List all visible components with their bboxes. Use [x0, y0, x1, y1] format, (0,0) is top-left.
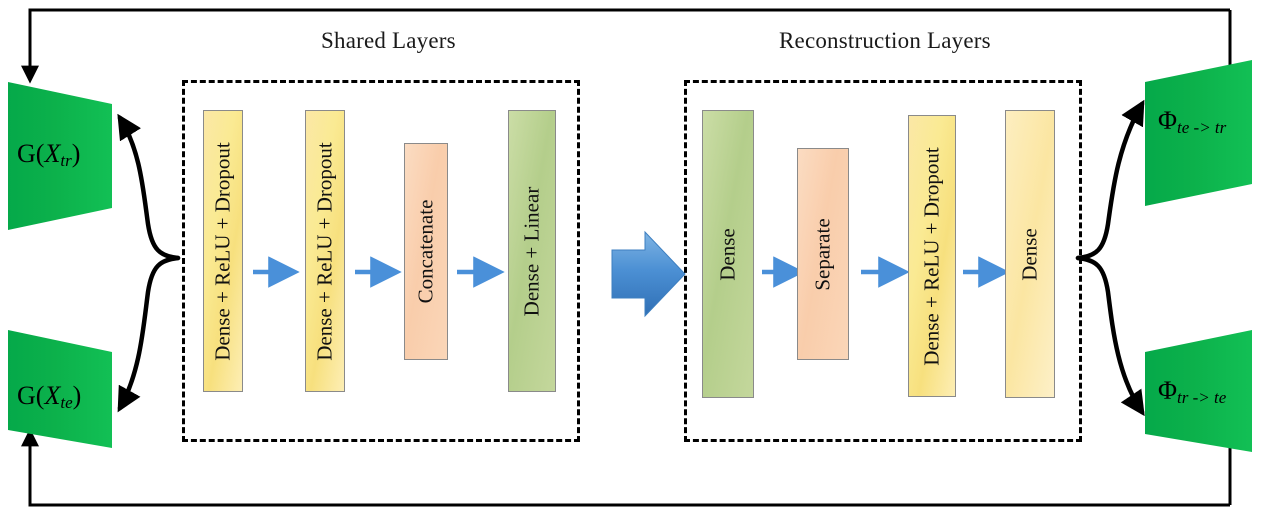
output-block-phi-tr-te — [1145, 330, 1252, 452]
reconstruction-layers-group-box — [684, 80, 1082, 442]
x-sub-tr: tr — [60, 151, 72, 171]
left-brace-connector — [117, 113, 181, 413]
paren-close-te: ) — [72, 381, 82, 410]
paren-open-te: ( — [35, 381, 45, 410]
shared-bar-dense-linear[interactable]: Dense + Linear — [508, 110, 556, 392]
input-label-g-x-tr: G(Xtr) — [17, 139, 80, 171]
x-var-tr: X — [44, 139, 61, 168]
phi-symbol-tr-te: Φ — [1158, 376, 1178, 405]
shared-bar-label-2: Dense + ReLU + Dropout — [312, 141, 337, 361]
shared-bar-label-1: Dense + ReLU + Dropout — [210, 141, 235, 361]
reconstruction-bar-dense-1[interactable]: Dense — [702, 110, 754, 398]
paren-open-tr: ( — [35, 139, 45, 168]
reconstruction-bar-label-1: Dense — [715, 227, 740, 281]
x-sub-te: te — [60, 393, 73, 413]
g-symbol-tr: G — [17, 139, 36, 168]
reconstruction-bar-label-2: Separate — [810, 217, 835, 291]
shared-layers-title: Shared Layers — [321, 28, 456, 53]
x-var-te: X — [44, 381, 61, 410]
shared-bar-dense-relu-dropout-1[interactable]: Dense + ReLU + Dropout — [203, 110, 243, 392]
shared-bar-concatenate[interactable]: Concatenate — [404, 143, 448, 360]
shared-bar-label-4: Dense + Linear — [519, 186, 544, 316]
reconstruction-bar-separate[interactable]: Separate — [797, 148, 849, 360]
input-block-g-x-tr — [8, 82, 112, 230]
reconstruction-layers-title: Reconstruction Layers — [779, 28, 991, 53]
shared-bar-dense-relu-dropout-2[interactable]: Dense + ReLU + Dropout — [305, 110, 345, 392]
g-symbol-te: G — [17, 381, 36, 410]
output-block-phi-te-tr — [1145, 60, 1252, 206]
stage-transition-arrow — [611, 230, 686, 318]
input-block-g-x-te — [8, 330, 112, 448]
shared-layers-group-box — [182, 80, 580, 442]
reconstruction-bar-dense-relu-dropout[interactable]: Dense + ReLU + Dropout — [908, 115, 956, 397]
phi-symbol-te-tr: Φ — [1158, 106, 1178, 135]
paren-close-tr: ) — [71, 139, 81, 168]
input-label-g-x-te: G(Xte) — [17, 381, 81, 413]
shared-bar-label-3: Concatenate — [413, 199, 438, 304]
reconstruction-bar-dense-2[interactable]: Dense — [1005, 110, 1055, 398]
phi-sub-tr-te: tr -> te — [1177, 388, 1227, 408]
phi-sub-te-tr: te -> tr — [1177, 118, 1227, 138]
output-label-phi-te-tr: Φte -> tr — [1158, 106, 1226, 138]
reconstruction-bar-label-4: Dense — [1017, 227, 1042, 281]
reconstruction-bar-label-3: Dense + ReLU + Dropout — [919, 146, 944, 366]
output-label-phi-tr-te: Φtr -> te — [1158, 376, 1226, 408]
right-brace-connector — [1075, 99, 1145, 417]
